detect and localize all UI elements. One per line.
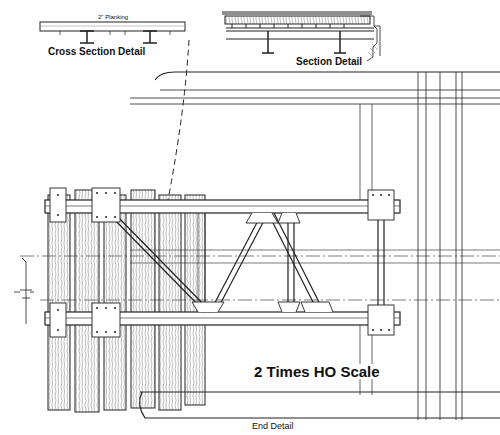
planking-note: 2" Planking: [96, 14, 130, 20]
scale-note: 2 Times HO Scale: [252, 364, 382, 379]
detail-title: End Detail: [250, 422, 296, 431]
detail-title: Cross Section Detail: [46, 47, 147, 57]
gusset-plates: [50, 188, 394, 337]
timber-ties: [48, 190, 205, 412]
cross-section-detail: [40, 22, 185, 43]
section-detail: [222, 12, 380, 61]
detail-title: Section Detail: [294, 57, 364, 67]
rivets: [57, 192, 390, 333]
